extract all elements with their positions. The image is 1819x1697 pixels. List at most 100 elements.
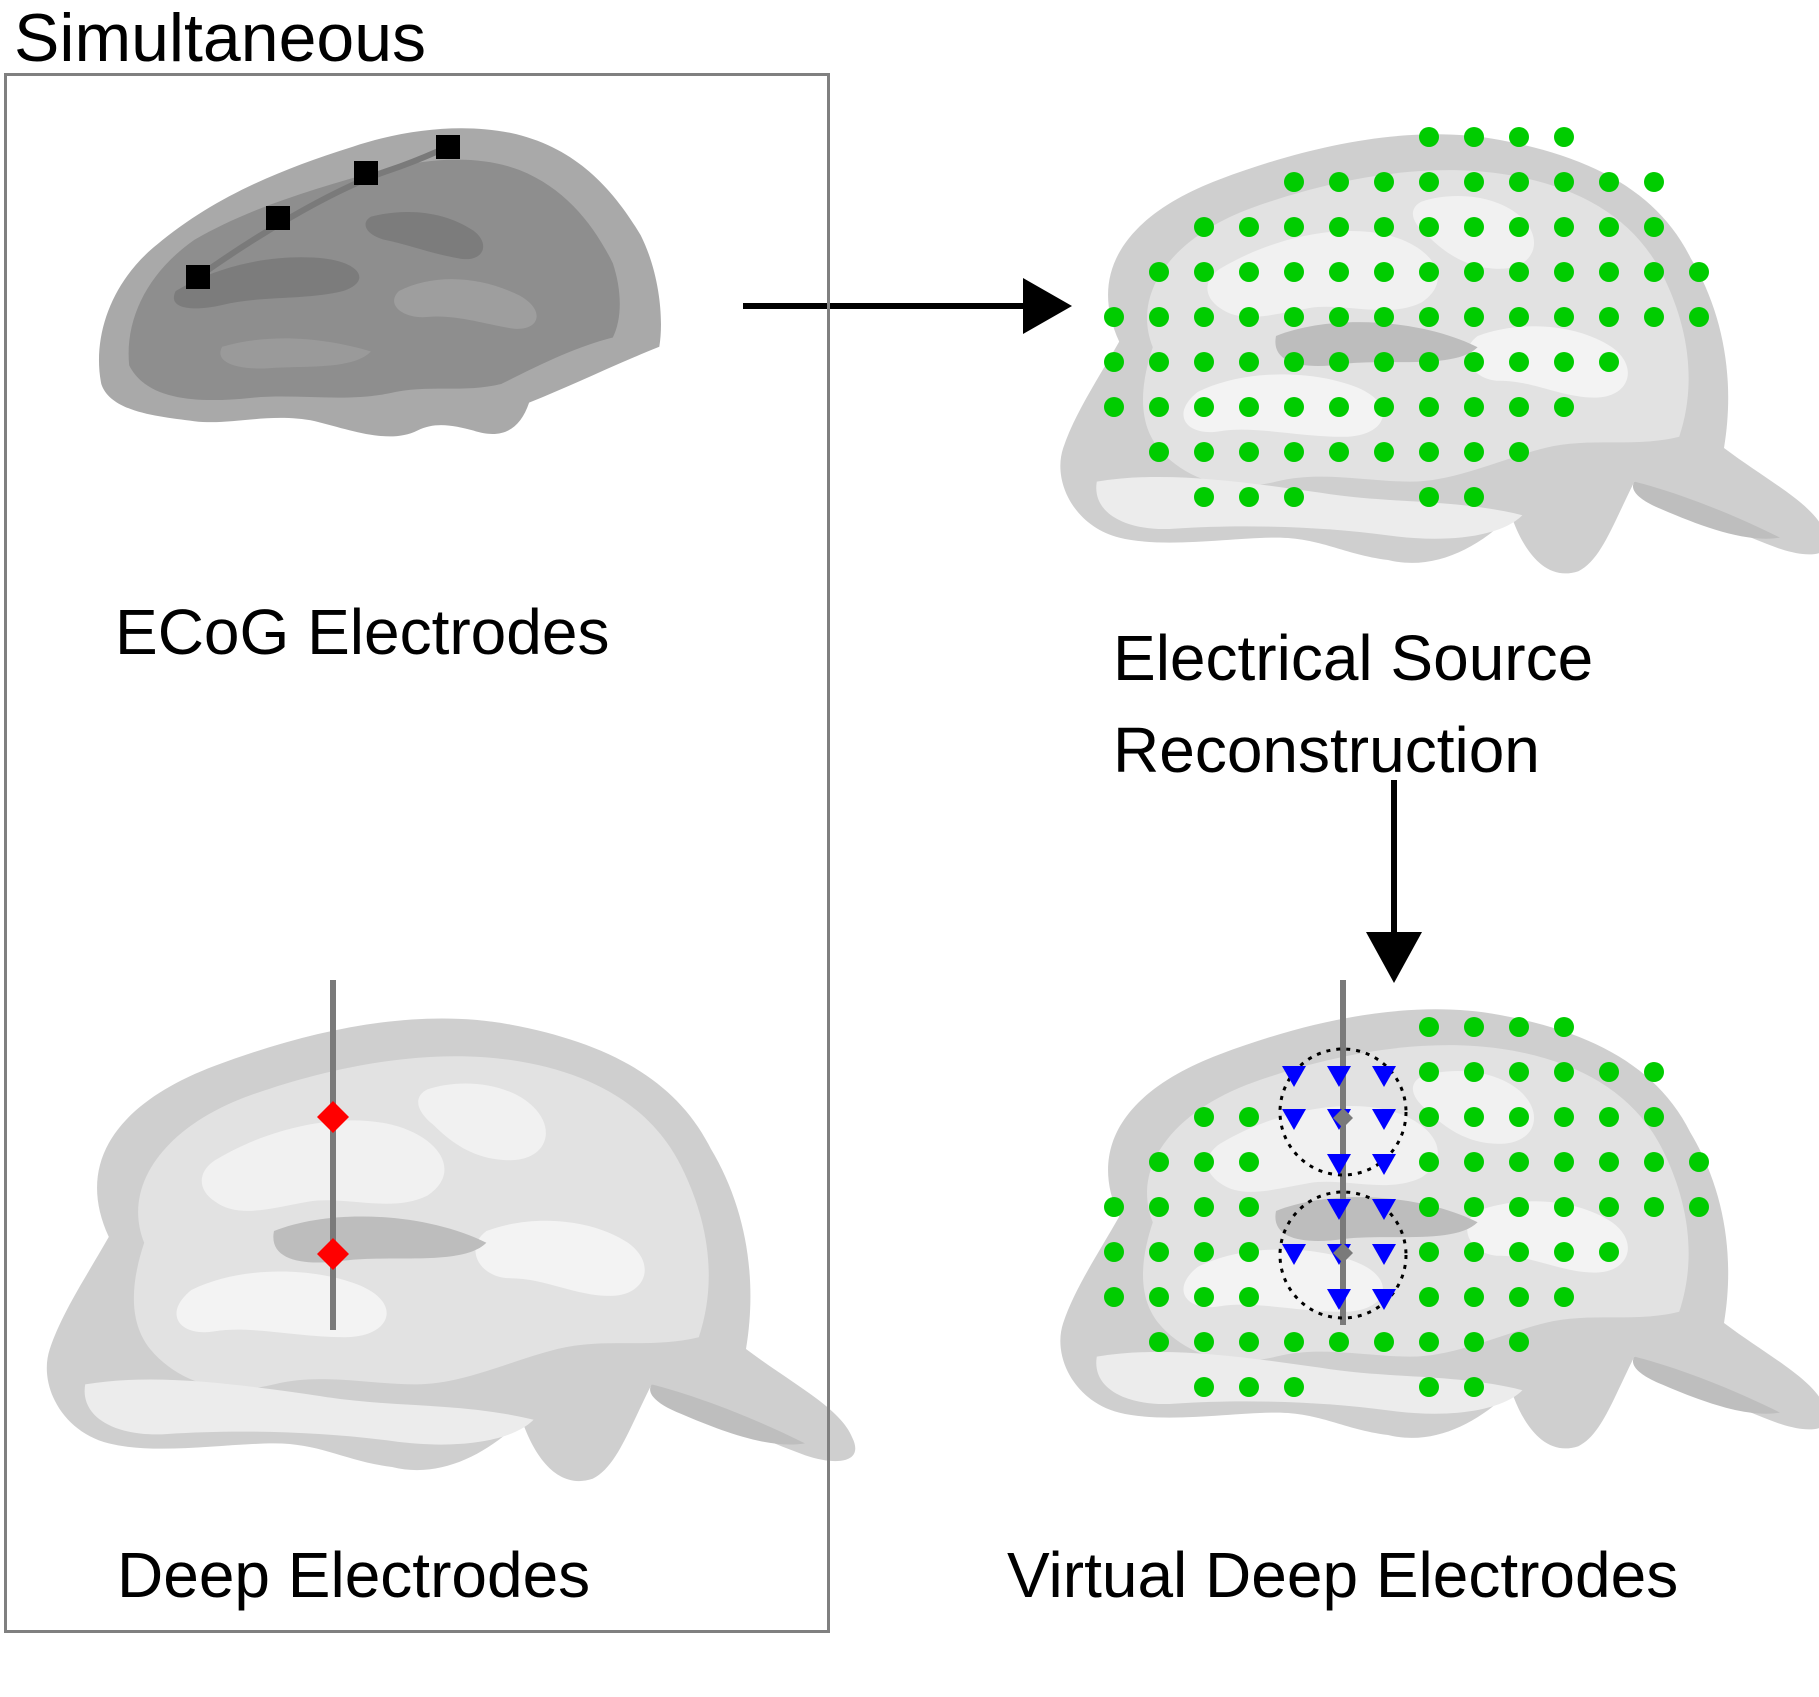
virtual-source-dot — [1374, 1332, 1394, 1352]
virtual-source-dot — [1419, 1332, 1439, 1352]
source-dot — [1239, 397, 1259, 417]
virtual-source-dot — [1149, 1197, 1169, 1217]
virtual-source-dot — [1419, 1377, 1439, 1397]
source-dot — [1554, 172, 1574, 192]
title-simultaneous: Simultaneous — [14, 0, 427, 76]
virtual-probe-contact — [1333, 1108, 1353, 1128]
virtual-source-dot — [1464, 1017, 1484, 1037]
virtual-source-dot — [1599, 1242, 1619, 1262]
virtual-source-dot — [1194, 1107, 1214, 1127]
virtual-electrode-triangle — [1372, 1066, 1396, 1087]
virtual-source-dot — [1104, 1287, 1124, 1307]
source-dot — [1689, 307, 1709, 327]
source-dot — [1554, 397, 1574, 417]
source-dot — [1239, 217, 1259, 237]
virtual-source-dot — [1464, 1242, 1484, 1262]
source-dot — [1509, 217, 1529, 237]
source-dot — [1644, 262, 1664, 282]
source-dot — [1644, 172, 1664, 192]
deep-electrode-diamond — [317, 1101, 349, 1133]
source-dot — [1419, 127, 1439, 147]
virtual-source-dot — [1194, 1242, 1214, 1262]
source-dot — [1194, 262, 1214, 282]
virtual-source-dot — [1554, 1152, 1574, 1172]
virtual-electrode-triangle — [1372, 1199, 1396, 1220]
source-dot — [1149, 397, 1169, 417]
virtual-source-dot — [1644, 1197, 1664, 1217]
source-dot — [1509, 352, 1529, 372]
source-dot — [1194, 487, 1214, 507]
ecog-electrode-square — [266, 206, 290, 230]
source-dot — [1239, 352, 1259, 372]
source-dot — [1419, 307, 1439, 327]
source-dot — [1509, 262, 1529, 282]
virtual-probe-contact — [1333, 1243, 1353, 1263]
virtual-source-dot — [1554, 1017, 1574, 1037]
virtual-source-dot — [1194, 1197, 1214, 1217]
virtual-source-dot — [1284, 1332, 1304, 1352]
virtual-source-dot — [1464, 1152, 1484, 1172]
virtual-source-dot — [1419, 1152, 1439, 1172]
virtual-source-dot — [1419, 1107, 1439, 1127]
virtual-source-dot — [1419, 1287, 1439, 1307]
virtual-source-dot — [1509, 1017, 1529, 1037]
virtual-source-dot — [1194, 1152, 1214, 1172]
virtual-source-dot — [1239, 1197, 1259, 1217]
simultaneous-frame — [4, 73, 830, 1633]
source-dot — [1419, 172, 1439, 192]
source-dot — [1374, 217, 1394, 237]
source-dot — [1599, 352, 1619, 372]
source-dot — [1464, 217, 1484, 237]
source-dot — [1644, 217, 1664, 237]
virtual-source-dot — [1239, 1107, 1259, 1127]
source-dot — [1374, 307, 1394, 327]
virtual-source-dot — [1554, 1107, 1574, 1127]
label-electrical-source-reconstruction: Electrical Source Reconstruction — [1113, 612, 1733, 796]
virtual-source-dot — [1554, 1287, 1574, 1307]
virtual-source-dot — [1464, 1377, 1484, 1397]
source-dot — [1554, 352, 1574, 372]
source-dot — [1374, 397, 1394, 417]
virtual-source-dot — [1239, 1287, 1259, 1307]
source-dot — [1554, 307, 1574, 327]
virtual-region-circle-lower — [1278, 1190, 1408, 1320]
source-dot — [1464, 397, 1484, 417]
source-dot — [1374, 172, 1394, 192]
source-dot — [1419, 352, 1439, 372]
virtual-source-dot — [1464, 1062, 1484, 1082]
virtual-electrode-triangle — [1372, 1154, 1396, 1175]
source-dot — [1239, 442, 1259, 462]
virtual-source-dot — [1599, 1197, 1619, 1217]
source-dot — [1149, 262, 1169, 282]
source-dot — [1194, 442, 1214, 462]
virtual-source-dot — [1599, 1062, 1619, 1082]
source-dot — [1329, 262, 1349, 282]
source-dot — [1464, 172, 1484, 192]
virtual-electrode-triangle — [1282, 1109, 1306, 1130]
virtual-source-dot — [1284, 1377, 1304, 1397]
source-brain-image — [1060, 134, 1819, 574]
source-dot — [1419, 397, 1439, 417]
virtual-source-dot — [1239, 1332, 1259, 1352]
label-esr-line1: Electrical Source — [1113, 622, 1594, 694]
source-dot — [1194, 352, 1214, 372]
source-dot — [1464, 127, 1484, 147]
virtual-source-dot — [1509, 1107, 1529, 1127]
virtual-source-dot — [1464, 1197, 1484, 1217]
source-dot — [1239, 487, 1259, 507]
virtual-source-dot — [1104, 1242, 1124, 1262]
virtual-source-dot — [1464, 1332, 1484, 1352]
virtual-source-dot — [1194, 1332, 1214, 1352]
source-dot — [1239, 307, 1259, 327]
source-dot — [1509, 442, 1529, 462]
ecog-electrode-square — [354, 161, 378, 185]
source-dot — [1284, 442, 1304, 462]
source-dot — [1149, 352, 1169, 372]
source-dot — [1554, 262, 1574, 282]
virtual-source-dot — [1419, 1242, 1439, 1262]
virtual-source-dot — [1599, 1107, 1619, 1127]
virtual-source-dot — [1689, 1152, 1709, 1172]
virtual-source-dot — [1149, 1242, 1169, 1262]
source-dot — [1419, 217, 1439, 237]
